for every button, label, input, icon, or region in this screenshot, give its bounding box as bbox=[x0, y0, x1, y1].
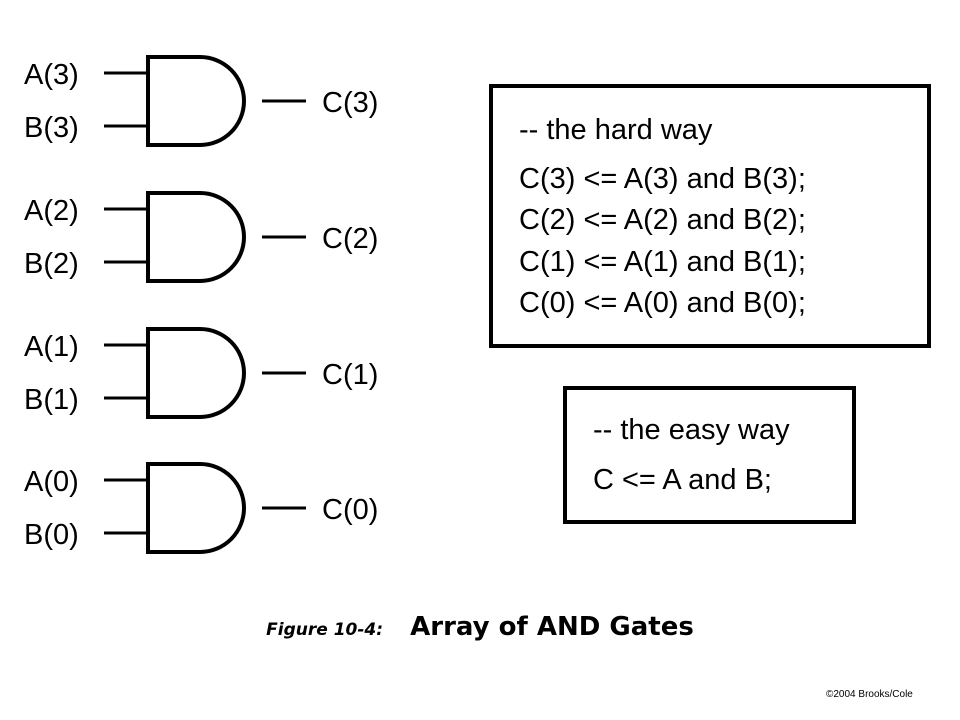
and-gate-2: A(2) B(2) C(2) bbox=[24, 191, 378, 283]
and-gate-symbol bbox=[146, 327, 246, 419]
hard-way-line-c3: C(3) <= A(3) and B(3); bbox=[519, 163, 806, 195]
label-input-a: A(1) bbox=[24, 331, 79, 363]
label-input-b: B(3) bbox=[24, 112, 79, 144]
and-gate-1: A(1) B(1) C(1) bbox=[24, 327, 378, 419]
easy-way-code-box: -- the easy way C <= A and B; bbox=[563, 386, 856, 524]
label-input-b: B(2) bbox=[24, 248, 79, 280]
label-output: C(3) bbox=[322, 87, 378, 119]
label-output: C(2) bbox=[322, 223, 378, 255]
easy-way-line: C <= A and B; bbox=[593, 464, 772, 496]
and-gate-3: A(3) B(3) C(3) bbox=[24, 55, 378, 147]
figure-number: Figure 10-4: bbox=[266, 620, 384, 640]
hard-way-code-box: -- the hard way C(3) <= A(3) and B(3); C… bbox=[489, 84, 931, 348]
easy-way-comment: -- the easy way bbox=[593, 414, 790, 446]
figure-caption: Figure 10-4: Array of AND Gates bbox=[0, 612, 960, 642]
and-gate-symbol bbox=[146, 55, 246, 147]
label-input-b: B(0) bbox=[24, 519, 79, 551]
hard-way-line-c0: C(0) <= A(0) and B(0); bbox=[519, 287, 806, 319]
label-input-b: B(1) bbox=[24, 384, 79, 416]
and-gate-symbol bbox=[146, 191, 246, 283]
and-gate-0: A(0) B(0) C(0) bbox=[24, 462, 378, 554]
hard-way-line-c2: C(2) <= A(2) and B(2); bbox=[519, 204, 806, 236]
and-gate-symbol bbox=[146, 462, 246, 554]
label-input-a: A(3) bbox=[24, 59, 79, 91]
hard-way-line-c1: C(1) <= A(1) and B(1); bbox=[519, 246, 806, 278]
label-input-a: A(0) bbox=[24, 466, 79, 498]
figure-title: Array of AND Gates bbox=[410, 612, 694, 642]
label-output: C(0) bbox=[322, 494, 378, 526]
label-output: C(1) bbox=[322, 359, 378, 391]
copyright-notice: ©2004 Brooks/Cole bbox=[826, 689, 913, 700]
label-input-a: A(2) bbox=[24, 195, 79, 227]
hard-way-comment: -- the hard way bbox=[519, 114, 713, 146]
